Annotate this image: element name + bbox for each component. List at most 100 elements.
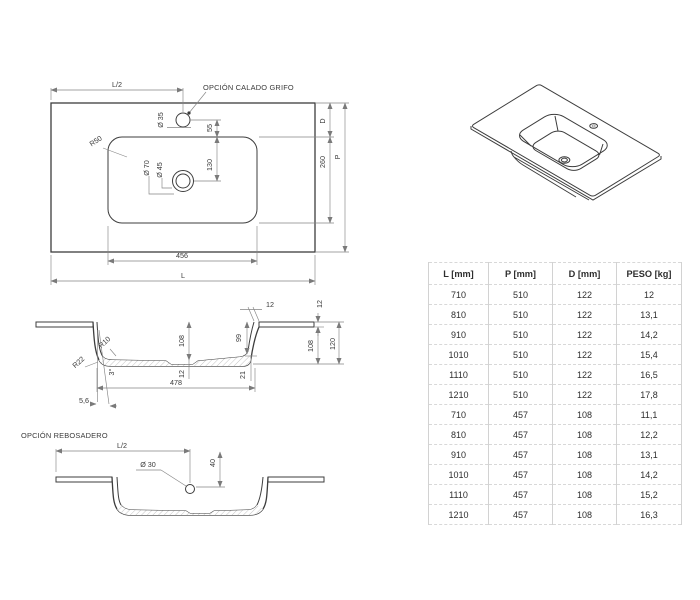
iso-view xyxy=(470,84,662,201)
leader-line xyxy=(160,469,187,487)
cell-l: 1110 xyxy=(428,484,489,505)
cell-peso: 12,2 xyxy=(616,424,682,445)
dim-260-label: 260 xyxy=(318,156,327,168)
section-slab-right xyxy=(258,321,315,328)
dim-under-108-label: 108 xyxy=(306,340,315,352)
dim-hole-dia-label: Ø 30 xyxy=(140,460,156,469)
cell-l: 1210 xyxy=(428,384,489,405)
table-row: 1010 457 108 14,2 xyxy=(428,464,682,485)
cell-peso: 14,2 xyxy=(616,324,682,345)
dim-l-label: L xyxy=(181,271,185,280)
table-row: 1110 457 108 15,2 xyxy=(428,484,682,505)
plan-countertop-outline xyxy=(50,102,316,253)
table-row: 1210 457 108 16,3 xyxy=(428,504,682,525)
iso-basin-floor xyxy=(529,129,603,173)
cell-p: 457 xyxy=(488,404,553,425)
cell-d: 122 xyxy=(552,304,617,325)
cell-peso: 14,2 xyxy=(616,464,682,485)
iso-basin-underside xyxy=(510,150,590,201)
spec-table: L [mm] P [mm] D [mm] PESO [kg] 710 510 1… xyxy=(428,262,682,525)
spec-table-body: 710 510 122 12 810 510 122 13,1 910 510 … xyxy=(428,284,682,525)
cell-p: 510 xyxy=(488,284,553,305)
cell-d: 122 xyxy=(552,364,617,385)
dim-r22-label: R22 xyxy=(70,354,86,370)
table-row: 710 457 108 11,1 xyxy=(428,404,682,425)
col-header-l: L [mm] xyxy=(428,262,489,285)
cell-l: 810 xyxy=(428,424,489,445)
cell-p: 457 xyxy=(488,444,553,465)
dim-floor-12-label: 12 xyxy=(177,370,186,378)
iso-faucet-hole-inner xyxy=(591,125,595,128)
cell-d: 108 xyxy=(552,484,617,505)
dim-wall-21-label: 21 xyxy=(238,371,247,379)
dim-total-120-label: 120 xyxy=(328,338,337,350)
section-slab-left xyxy=(35,321,94,328)
table-row: 910 457 108 13,1 xyxy=(428,444,682,465)
dim-half-length-ov-label: L/2 xyxy=(117,441,127,450)
dim-55-label: 55 xyxy=(205,124,214,132)
cell-d: 108 xyxy=(552,504,617,525)
table-row: 1110 510 122 16,5 xyxy=(428,364,682,385)
col-header-d: D [mm] xyxy=(552,262,617,285)
cell-peso: 13,1 xyxy=(616,304,682,325)
iso-drain-outer xyxy=(557,155,572,164)
plan-drain-outer xyxy=(172,170,194,192)
table-row: 710 510 122 12 xyxy=(428,284,682,305)
section-view: 12 12 108 120 108 99 12 21 478 R10 R22 xyxy=(35,300,344,409)
cell-p: 510 xyxy=(488,364,553,385)
cell-l: 810 xyxy=(428,304,489,325)
dim-line xyxy=(148,176,174,195)
cell-d: 108 xyxy=(552,464,617,485)
leader-line xyxy=(84,361,99,368)
leader-line xyxy=(188,91,207,114)
ext-line xyxy=(247,306,255,322)
cell-peso: 13,1 xyxy=(616,444,682,465)
cell-d: 108 xyxy=(552,424,617,445)
cell-l: 710 xyxy=(428,284,489,305)
iso-drain-inner xyxy=(560,157,569,162)
dim-p-label: P xyxy=(333,154,342,159)
table-row: 1010 510 122 15,4 xyxy=(428,344,682,365)
leader-dot xyxy=(187,111,191,115)
cell-l: 1110 xyxy=(428,364,489,385)
dim-56-label: 5,6 xyxy=(79,396,89,405)
dim-130-label: 130 xyxy=(205,159,214,171)
overflow-floor-hatch xyxy=(117,505,263,515)
cell-p: 510 xyxy=(488,344,553,365)
table-row: 910 510 122 14,2 xyxy=(428,324,682,345)
cell-peso: 17,8 xyxy=(616,384,682,405)
iso-basin-opening xyxy=(514,111,613,170)
plan-view: L/2 OPCIÓN CALADO GRIFO Ø 35 55 130 Ø 70… xyxy=(50,80,349,285)
dim-40-label: 40 xyxy=(208,459,217,467)
leader-line xyxy=(102,147,128,158)
cell-peso: 11,1 xyxy=(616,404,682,425)
cell-l: 910 xyxy=(428,324,489,345)
overflow-slab-left xyxy=(55,476,113,483)
spec-table-header: L [mm] P [mm] D [mm] PESO [kg] xyxy=(428,262,682,285)
cell-d: 108 xyxy=(552,404,617,425)
cell-p: 457 xyxy=(488,424,553,445)
leader-line xyxy=(109,348,117,357)
table-header-row: L [mm] P [mm] D [mm] PESO [kg] xyxy=(428,262,682,285)
cell-p: 457 xyxy=(488,504,553,525)
table-row: 1210 510 122 17,8 xyxy=(428,384,682,405)
iso-slab-thickness-edge xyxy=(470,126,662,201)
cell-peso: 15,4 xyxy=(616,344,682,365)
dim-d-label: D xyxy=(318,118,327,123)
cell-peso: 16,3 xyxy=(616,504,682,525)
ext-line xyxy=(252,306,260,322)
dim-478-label: 478 xyxy=(170,378,182,387)
cell-l: 910 xyxy=(428,444,489,465)
overflow-hole xyxy=(185,484,195,494)
iso-wall-edges xyxy=(519,115,604,156)
dim-depth-108-label: 108 xyxy=(177,335,186,347)
plan-drain-inner xyxy=(175,173,191,189)
dim-angle-label: 3° xyxy=(107,368,116,375)
dim-rim-12-label: 12 xyxy=(266,300,274,309)
cell-d: 122 xyxy=(552,384,617,405)
table-row: 810 457 108 12,2 xyxy=(428,424,682,445)
cell-peso: 15,2 xyxy=(616,484,682,505)
plan-faucet-hole xyxy=(175,112,191,128)
dim-drain-outer-label: Ø 70 xyxy=(142,160,151,176)
